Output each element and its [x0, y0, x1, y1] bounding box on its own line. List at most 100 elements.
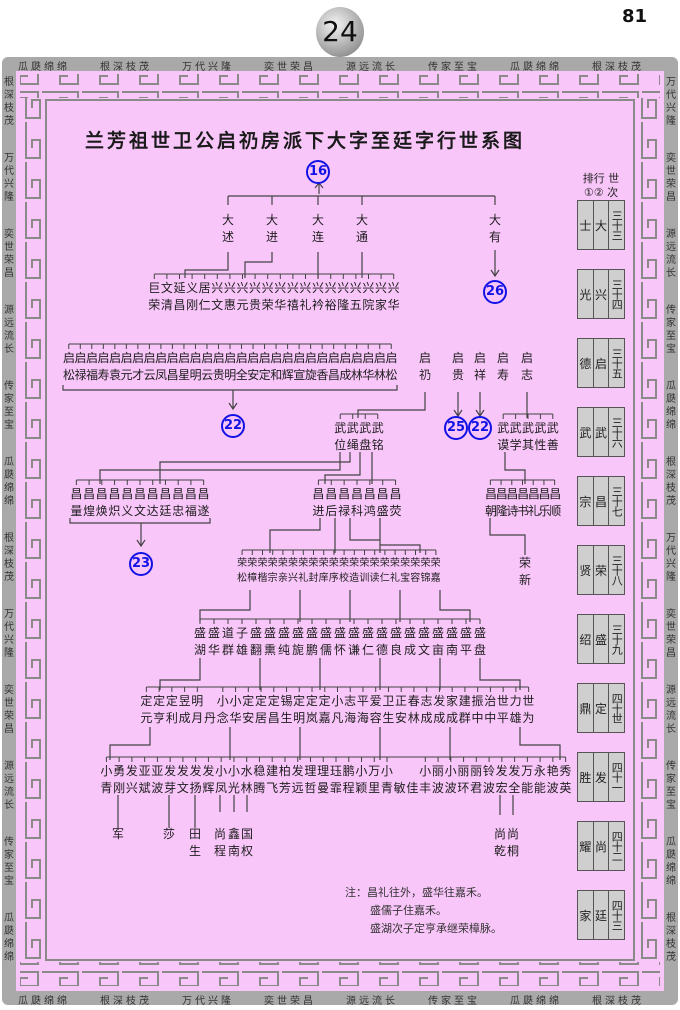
name-char: 量 [70, 504, 83, 518]
name-char: 光 [227, 781, 240, 795]
name-char: 盛 [403, 626, 416, 640]
name-char: 启 [304, 351, 317, 365]
name-char: 兴 [125, 781, 138, 795]
rank-name-2: 尚 [594, 822, 610, 870]
name-char: 昌 [95, 487, 108, 501]
name-char: 兴 [324, 281, 337, 295]
rank-name-1: 武 [578, 408, 594, 456]
name-char: 盛 [389, 626, 402, 640]
name-char: 斌 [138, 781, 151, 795]
name-char: 华 [387, 298, 400, 312]
name-char: 元 [120, 368, 133, 382]
border-phrase: 根深枝茂 [666, 913, 676, 963]
name-char: 能 [533, 781, 546, 795]
name-char: 学 [509, 438, 522, 452]
name-char: 志 [420, 694, 433, 708]
name-char: 腾 [253, 781, 266, 795]
name-char: 波 [444, 781, 457, 795]
rank-header: 排行 [582, 172, 605, 185]
name-char: 启 [385, 351, 398, 365]
name-char: 小 [380, 764, 393, 778]
rank-name-2: 启 [594, 339, 610, 387]
name-char: 和 [270, 368, 283, 382]
name-char: 嘉 [318, 711, 331, 725]
name-char: 盛 [459, 626, 472, 640]
name-char: 居 [254, 711, 267, 725]
name-char: 佳 [406, 781, 419, 795]
name-char: 波 [546, 781, 559, 795]
name-char: 珏 [329, 764, 342, 778]
name-char: 科 [350, 504, 363, 518]
name-char: 敏 [393, 781, 406, 795]
sheng-row-bottom: 湖华群雄翻熏纯旎鹏儒怀谦仁德良成文亩南平盘 [193, 642, 487, 658]
border-phrase: 根深枝茂 [100, 996, 152, 1007]
name-char [393, 763, 406, 779]
name-char: 发 [508, 764, 521, 778]
name-char: 兴 [236, 281, 249, 295]
rank-name-2: 盛 [594, 615, 610, 663]
name-char: 昌 [538, 487, 551, 501]
name-char: 元 [236, 298, 249, 312]
xing-row-top: 巨文延义居兴兴兴兴兴兴兴兴兴兴兴兴兴兴兴 [148, 280, 400, 296]
name-char: 武 [534, 421, 547, 435]
sibling-bracket [317, 479, 397, 485]
footnotes: 注：昌礼往外，盛华往嘉禾。 盛儒子住嘉禾。 盛湖次子定亨承继荣樟脉。 [345, 884, 502, 938]
volume-badge: 24 [316, 7, 364, 57]
name-char: 岚 [305, 711, 318, 725]
name-char: 松 [237, 573, 248, 584]
name-char: 昌 [159, 487, 172, 501]
name-char: 武 [346, 421, 359, 435]
name-char: 昌 [172, 487, 185, 501]
person-sha: 莎 [162, 827, 175, 841]
border-phrase: 瓜瓞绵绵 [4, 913, 14, 963]
name-char: 兴 [223, 281, 236, 295]
ref-circle-22b: 22 [468, 416, 492, 440]
name-char: 宗 [267, 573, 278, 584]
person-qi-gui: 启贵 [451, 351, 464, 382]
name-char: 华 [274, 298, 287, 312]
person-da-tong: 大通 [355, 213, 368, 244]
name-char: 读 [369, 573, 380, 584]
border-phrase: 传家至宝 [666, 305, 676, 355]
name-char: 环 [457, 781, 470, 795]
person-qi-shou: 启寿 [496, 351, 509, 382]
name-char: 荣 [237, 558, 248, 569]
generation-box: 鼎定四十世 [577, 683, 625, 733]
qi-row-top: 启启启启启启启启启启启启启启启启启启启启启启启启启启启启启 [63, 350, 397, 366]
rank-name-1: 贤 [578, 546, 594, 594]
name-char: 武 [359, 421, 372, 435]
person-shang-cheng: 尚程 [213, 827, 226, 858]
rank-name-1: 耀 [578, 822, 594, 870]
name-char: 荣 [410, 558, 421, 569]
name-char: 卫 [382, 694, 395, 708]
name-char: 盛 [249, 626, 262, 640]
name-char: 盛 [207, 626, 220, 640]
name-char: 发 [202, 764, 215, 778]
name-char: 容 [369, 711, 382, 725]
name-char: 理 [304, 764, 317, 778]
person-jun: 军 [111, 827, 124, 841]
rank-name-2: 荣 [594, 546, 610, 594]
name-char: 启 [97, 351, 110, 365]
name-char: 成 [420, 711, 433, 725]
name-char: 文 [160, 281, 173, 295]
generation-number: 三十七 [610, 486, 624, 516]
name-char: 小 [100, 764, 113, 778]
name-char: 昱 [178, 694, 191, 708]
name-char: 谟 [497, 438, 510, 452]
name-char: 昌 [173, 298, 186, 312]
name-char: 哲 [304, 781, 317, 795]
border-phrase: 传家至宝 [4, 381, 14, 431]
name-char: 力 [509, 694, 522, 708]
chang-row1-top: 昌昌昌昌昌昌昌昌昌昌昌 [70, 486, 210, 502]
name-char: 芳 [278, 781, 291, 795]
name-char: 昌 [267, 711, 280, 725]
name-char: 南 [445, 643, 458, 657]
name-char: 辉 [202, 781, 215, 795]
name-char: 亨 [153, 711, 166, 725]
fa-row-bottom: 青刚兴斌波芽文扬辉凤光林腾飞芳远哲曼霏程颖里青敏佳丰波波环君波宏全能能波英 [100, 780, 572, 796]
name-char: 启 [270, 351, 283, 365]
name-char: 顺 [549, 504, 562, 518]
name-char: 雄 [509, 711, 522, 725]
name-char: 兴 [274, 281, 287, 295]
